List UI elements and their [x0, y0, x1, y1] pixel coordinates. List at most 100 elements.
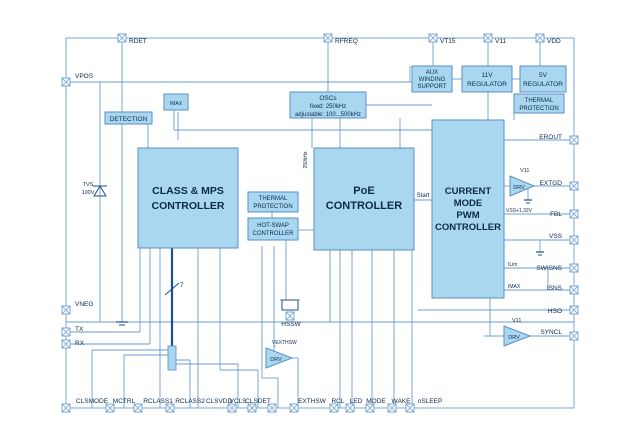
pin-tx-cross: [61, 327, 71, 337]
pin-vt15: VT15: [428, 33, 456, 45]
pin-hso-cross: [569, 305, 579, 315]
pin-vpos-cross: [61, 77, 71, 87]
pin-hssw: HSSW: [281, 311, 302, 328]
pin-exthsw-label: EXTHSW: [298, 398, 327, 405]
pin-rcl-label: RCL: [331, 398, 344, 405]
pin-mctrl-cross: [105, 403, 115, 413]
pin-clsvdd-label: CLSVDD: [206, 398, 233, 405]
pin-vss-label: VSS: [549, 233, 563, 240]
ilim-label: ILim: [508, 262, 517, 268]
pin-rdet: RDET: [117, 33, 147, 45]
pin-rdet-cross: [117, 33, 127, 43]
pin-swisns-cross: [569, 263, 579, 273]
v11-bottom-label: V11: [512, 318, 521, 324]
pin-syncl-label: SYNCL: [540, 329, 562, 336]
pin-extgd-cross: [569, 181, 579, 191]
pin-syncl-cross: [569, 331, 579, 341]
pin-mctrl-label: MCTRL: [113, 398, 136, 405]
driver-extgd: DRV: [509, 175, 536, 197]
imax-block: IMAX: [163, 93, 189, 111]
pin-fbl: FBL: [550, 209, 579, 219]
pin-vneg-label: VNEG: [75, 301, 93, 308]
thermal-top-line2: PROTECTION: [519, 106, 558, 112]
drv1-label: DRV: [513, 185, 525, 191]
pin-mode-label: MODE: [366, 398, 386, 405]
pin-wake: WAKE: [387, 398, 412, 413]
pin-v11-cross: [483, 33, 493, 43]
pin-rx: RX: [61, 339, 85, 349]
thermal-protection-top: THERMAL PROTECTION: [513, 93, 565, 114]
hotswap-line1: HOT-SWAP: [257, 223, 289, 229]
hotswap-line2: CONTROLLER: [252, 231, 294, 237]
pin-erout-cross: [569, 135, 579, 145]
start-label: Start: [417, 193, 430, 199]
pin-rcl: RCL: [329, 398, 345, 413]
pin-led-cross: [345, 403, 355, 413]
pin-vss: VSS: [549, 233, 579, 245]
hssw-mosfet-symbol: [281, 299, 299, 311]
pin-hssw-cross: [285, 311, 295, 321]
vss-plus-label: VSS+1.32V: [506, 208, 533, 214]
oscs-fixed: fixed: 250kHz: [310, 104, 346, 110]
pin-vdd-label: VDD: [547, 38, 561, 45]
pin-rx-label: RX: [75, 340, 85, 347]
pin-clsdet-label: CLSDET: [245, 398, 271, 405]
vexthsw-label: VEXTHSW: [272, 340, 297, 346]
pin-syncl: SYNCL: [540, 329, 579, 341]
reg11-line1: 11V: [481, 72, 493, 79]
ground-symbols: [116, 199, 544, 326]
poe-controller: PoE CONTROLLER: [313, 147, 415, 251]
imax-label: IMAX: [170, 101, 183, 107]
pin-vcls-label: VCLS: [230, 398, 248, 405]
pin-exthsw: EXTHSW: [289, 398, 327, 413]
oscs-block: OSCs fixed: 250kHz adjustable: 100...500…: [289, 91, 367, 119]
v11-top-label: V11: [520, 168, 529, 174]
pin-rclass2: RCLASS2: [165, 398, 205, 413]
pin-hso: HSO: [548, 305, 579, 315]
pin-vneg-cross: [61, 305, 71, 315]
pin-nsleep-cross: [405, 403, 415, 413]
thermal-mid-line1: THERMAL: [259, 196, 288, 202]
pwm-controller: CURRENT MODE PWM CONTROLLER: [431, 119, 505, 299]
thermal-top-line1: THERMAL: [525, 98, 554, 104]
aux-line3: SUPPORT: [418, 84, 447, 90]
poe-title-line1: PoE: [353, 185, 374, 197]
driver-exthsw: DRV: [265, 347, 294, 369]
pin-vcls: VCLS: [230, 398, 257, 413]
pin-fbl-cross: [569, 209, 579, 219]
class-mps-title-line2: CONTROLLER: [152, 200, 225, 212]
pin-rdet-label: RDET: [129, 38, 147, 45]
pin-clsvdd-cross: [227, 403, 237, 413]
pin-clsdet-cross: [267, 403, 277, 413]
hot-swap-controller: HOT-SWAP CONTROLLER: [247, 217, 299, 241]
tvs-label-line1: TVS: [83, 182, 94, 188]
pin-nsleep-label: nSLEEP: [418, 398, 443, 405]
khz-label: 250kHz: [303, 151, 309, 168]
pin-tx-label: TX: [75, 326, 84, 333]
drv3-label: DRV: [270, 357, 282, 363]
pin-vpos-label: VPOS: [75, 73, 94, 80]
pin-hssw-label: HSSW: [281, 321, 301, 328]
bus-width-label: 7: [180, 283, 184, 289]
pin-vcls-cross: [247, 403, 257, 413]
pin-rfreq-label: RFREQ: [335, 38, 358, 45]
pwm-title-line1: CURRENT: [445, 186, 492, 197]
pin-wake-label: WAKE: [392, 398, 412, 405]
pin-rclass1-cross: [133, 403, 143, 413]
pin-v11-label: V11: [495, 38, 506, 45]
regulator-11v-block: 11V REGULATOR: [461, 65, 513, 93]
pin-erout: EROUT: [539, 134, 579, 145]
pin-vt15-label: VT15: [440, 38, 456, 45]
pwm-title-line3: PWM: [456, 210, 479, 221]
pin-mode-cross: [365, 403, 375, 413]
pin-vt15-cross: [428, 33, 438, 43]
drv2-label: DRV: [508, 335, 520, 341]
pwm-title-line4: CONTROLLER: [435, 222, 501, 233]
aux-winding-block: AUX WINDING SUPPORT: [411, 65, 453, 93]
pin-isns: ISNS: [547, 285, 579, 295]
pin-wake-cross: [387, 403, 397, 413]
pin-fbl-label: FBL: [550, 211, 562, 218]
pin-vneg: VNEG: [61, 301, 93, 315]
